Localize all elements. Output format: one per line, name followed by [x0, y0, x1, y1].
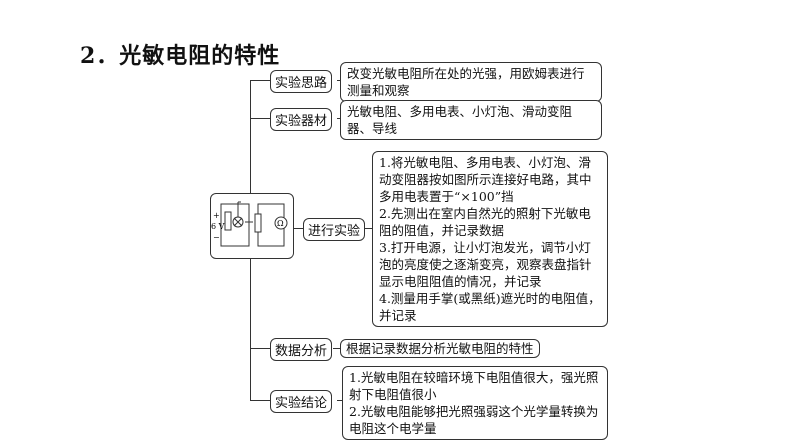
conclusion-1: 1.光敏电阻在较暗环境下电阻值很大，强光照射下电阻值很小	[349, 370, 599, 402]
minus-sign: −	[213, 233, 220, 242]
branch-line	[250, 348, 270, 350]
circuit-icon: + 6 V − Ω	[211, 201, 288, 247]
content-data-analysis: 根据记录数据分析光敏电阻的特性	[340, 339, 540, 358]
content-conclusion: 1.光敏电阻在较暗环境下电阻值很大，强光照射下电阻值很小 2.光敏电阻能够把光照…	[342, 366, 608, 440]
label-equipment: 实验器材	[270, 108, 333, 131]
step-2: 2.先测出在室内自然光的照射下光敏电阻的阻值，并记录数据	[379, 206, 591, 238]
branch-line	[293, 228, 303, 230]
label-procedure: 进行实验	[303, 218, 366, 241]
branch-line	[333, 348, 340, 350]
branch-line	[337, 400, 342, 402]
content-text: 改变光敏电阻所在处的光强，用欧姆表进行测量和观察	[347, 66, 585, 98]
circuit-diagram: + 6 V − Ω	[210, 193, 294, 259]
content-text: 光敏电阻、多用电表、小灯泡、滑动变阻器、导线	[347, 104, 573, 136]
branch-line	[364, 228, 372, 230]
branch-line	[337, 118, 341, 120]
voltage-label: 6 V	[211, 222, 225, 231]
plus-sign: +	[213, 211, 220, 220]
label-experiment-idea: 实验思路	[270, 70, 333, 93]
branch-line	[337, 80, 341, 82]
step-3: 3.打开电源，让小灯泡发光，调节小灯泡的亮度使之逐渐变亮，观察表盘指针显示电阻阻…	[379, 240, 592, 289]
label-data-analysis: 数据分析	[270, 338, 333, 361]
content-text: 根据记录数据分析光敏电阻的特性	[346, 341, 534, 356]
step-4: 4.测量用手掌(或黑纸)遮光时的电阻值，并记录	[379, 291, 601, 323]
content-equipment: 光敏电阻、多用电表、小灯泡、滑动变阻器、导线	[340, 100, 602, 140]
branch-line	[250, 118, 270, 120]
page-title: 2．光敏电阻的特性	[80, 43, 281, 69]
content-experiment-idea: 改变光敏电阻所在处的光强，用欧姆表进行测量和观察	[340, 62, 602, 102]
branch-line	[250, 80, 270, 82]
ohmmeter-symbol: Ω	[277, 219, 284, 228]
branch-line	[250, 400, 270, 402]
content-procedure: 1.将光敏电阻、多用电表、小灯泡、滑动变阻器按如图所示连接好电路，其中多用电表置…	[372, 151, 608, 327]
step-1: 1.将光敏电阻、多用电表、小灯泡、滑动变阻器按如图所示连接好电路，其中多用电表置…	[379, 155, 592, 204]
label-conclusion: 实验结论	[270, 390, 333, 413]
conclusion-2: 2.光敏电阻能够把光照强弱这个光学量转换为电阻这个电学量	[349, 404, 599, 436]
